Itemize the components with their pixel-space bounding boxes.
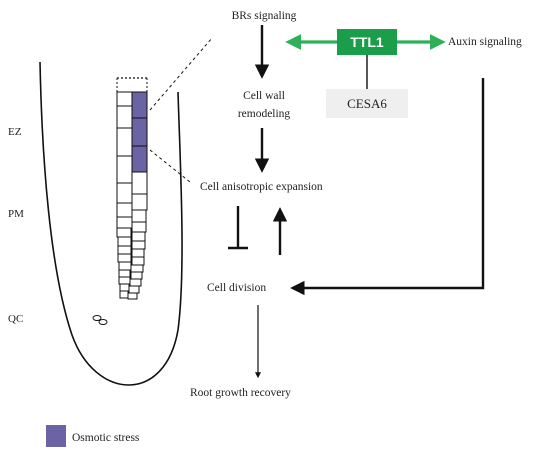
node-cell-wall-line2: remodeling [237, 108, 291, 120]
legend-swatch-osmotic-stress [46, 425, 66, 447]
zone-label-ez: EZ [8, 126, 22, 138]
node-ttl1: TTL1 [337, 29, 397, 55]
node-cell-wall-line1: Cell wall [243, 90, 285, 102]
node-cell-division: Cell division [207, 282, 267, 294]
osmotic-cell [131, 145, 148, 173]
zone-label-pm: PM [8, 208, 24, 220]
zoom-line-top [149, 37, 213, 111]
legend-label-osmotic-stress: Osmotic stress [72, 432, 140, 444]
node-root-growth-recovery: Root growth recovery [190, 387, 291, 399]
node-auxin-signaling: Auxin signaling [448, 36, 522, 48]
cell-file-left-column [116, 91, 133, 299]
zone-label-qc: QC [8, 313, 24, 325]
arrow-auxin-to-division [290, 78, 485, 296]
zoom-line-bottom [149, 149, 191, 183]
osmotic-cell [131, 91, 148, 119]
root-outline [39, 61, 183, 386]
node-cesa6: CESA6 [326, 89, 408, 118]
qc-cells [92, 315, 108, 325]
node-anisotropic-expansion: Cell anisotropic expansion [200, 181, 323, 193]
node-brs-signaling: BRs signaling [231, 10, 297, 22]
cell-file-right-column [127, 91, 148, 300]
osmotic-cell [131, 117, 148, 147]
